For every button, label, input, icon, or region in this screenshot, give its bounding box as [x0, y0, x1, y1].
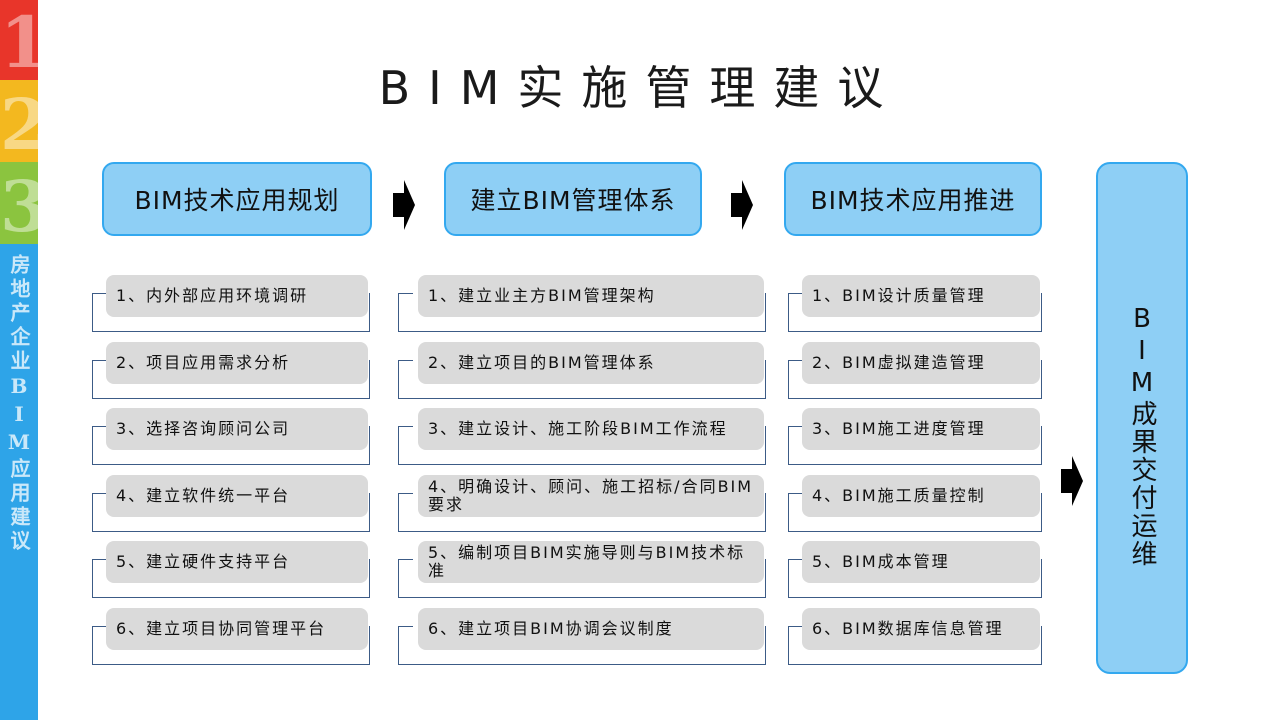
strip-segment-3: 3 [0, 162, 38, 244]
strip-number-2: 2 [0, 83, 38, 162]
header-box-promotion: BIM技术应用推进 [784, 162, 1042, 236]
item-label: 5、编制项目BIM实施导则与BIM技术标准 [418, 541, 764, 583]
strip-segment-1: 1 [0, 0, 38, 80]
item-label: 1、内外部应用环境调研 [106, 275, 368, 317]
list-item: 3、建立设计、施工阶段BIM工作流程 [398, 408, 766, 468]
list-item: 1、内外部应用环境调研 [92, 275, 370, 335]
list-item: 5、编制项目BIM实施导则与BIM技术标准 [398, 541, 766, 601]
list-item: 5、BIM成本管理 [788, 541, 1042, 601]
arrow-right-icon [1061, 456, 1083, 506]
list-item: 2、项目应用需求分析 [92, 342, 370, 402]
list-item: 5、建立硬件支持平台 [92, 541, 370, 601]
item-label: 4、建立软件统一平台 [106, 475, 368, 517]
arrow-right-icon [731, 180, 753, 230]
header-box-planning: BIM技术应用规划 [102, 162, 372, 236]
item-label: 6、建立项目BIM协调会议制度 [418, 608, 764, 650]
item-label: 2、建立项目的BIM管理体系 [418, 342, 764, 384]
list-item: 3、BIM施工进度管理 [788, 408, 1042, 468]
list-item: 4、BIM施工质量控制 [788, 475, 1042, 535]
list-item: 2、建立项目的BIM管理体系 [398, 342, 766, 402]
strip-number-3: 3 [0, 165, 38, 244]
strip-segment-4 [0, 244, 38, 720]
list-item: 4、建立软件统一平台 [92, 475, 370, 535]
strip-segment-2: 2 [0, 80, 38, 162]
strip-number-1: 1 [0, 1, 38, 80]
item-label: 1、BIM设计质量管理 [802, 275, 1040, 317]
list-item: 2、BIM虚拟建造管理 [788, 342, 1042, 402]
list-item: 1、建立业主方BIM管理架构 [398, 275, 766, 335]
final-box-label: BIM成果交付运维 [1127, 304, 1157, 568]
side-strip: 1 2 3 房地产企业BIM应用建议 [0, 0, 38, 720]
header-box-system: 建立BIM管理体系 [444, 162, 702, 236]
list-item: 1、BIM设计质量管理 [788, 275, 1042, 335]
list-item: 4、明确设计、顾问、施工招标/合同BIM要求 [398, 475, 766, 535]
item-label: 5、BIM成本管理 [802, 541, 1040, 583]
list-item: 6、建立项目BIM协调会议制度 [398, 608, 766, 668]
item-label: 4、BIM施工质量控制 [802, 475, 1040, 517]
list-item: 6、BIM数据库信息管理 [788, 608, 1042, 668]
item-label: 2、项目应用需求分析 [106, 342, 368, 384]
item-label: 1、建立业主方BIM管理架构 [418, 275, 764, 317]
strip-vertical-label: 房地产企业BIM应用建议 [7, 254, 31, 554]
page-title: BIM实施管理建议 [378, 61, 902, 115]
item-label: 6、BIM数据库信息管理 [802, 608, 1040, 650]
item-label: 2、BIM虚拟建造管理 [802, 342, 1040, 384]
list-item: 6、建立项目协同管理平台 [92, 608, 370, 668]
final-box-delivery: BIM成果交付运维 [1096, 162, 1188, 674]
item-label: 4、明确设计、顾问、施工招标/合同BIM要求 [418, 475, 764, 517]
item-label: 6、建立项目协同管理平台 [106, 608, 368, 650]
item-label: 5、建立硬件支持平台 [106, 541, 368, 583]
item-label: 3、建立设计、施工阶段BIM工作流程 [418, 408, 764, 450]
list-item: 3、选择咨询顾问公司 [92, 408, 370, 468]
arrow-right-icon [393, 180, 415, 230]
item-label: 3、选择咨询顾问公司 [106, 408, 368, 450]
item-label: 3、BIM施工进度管理 [802, 408, 1040, 450]
